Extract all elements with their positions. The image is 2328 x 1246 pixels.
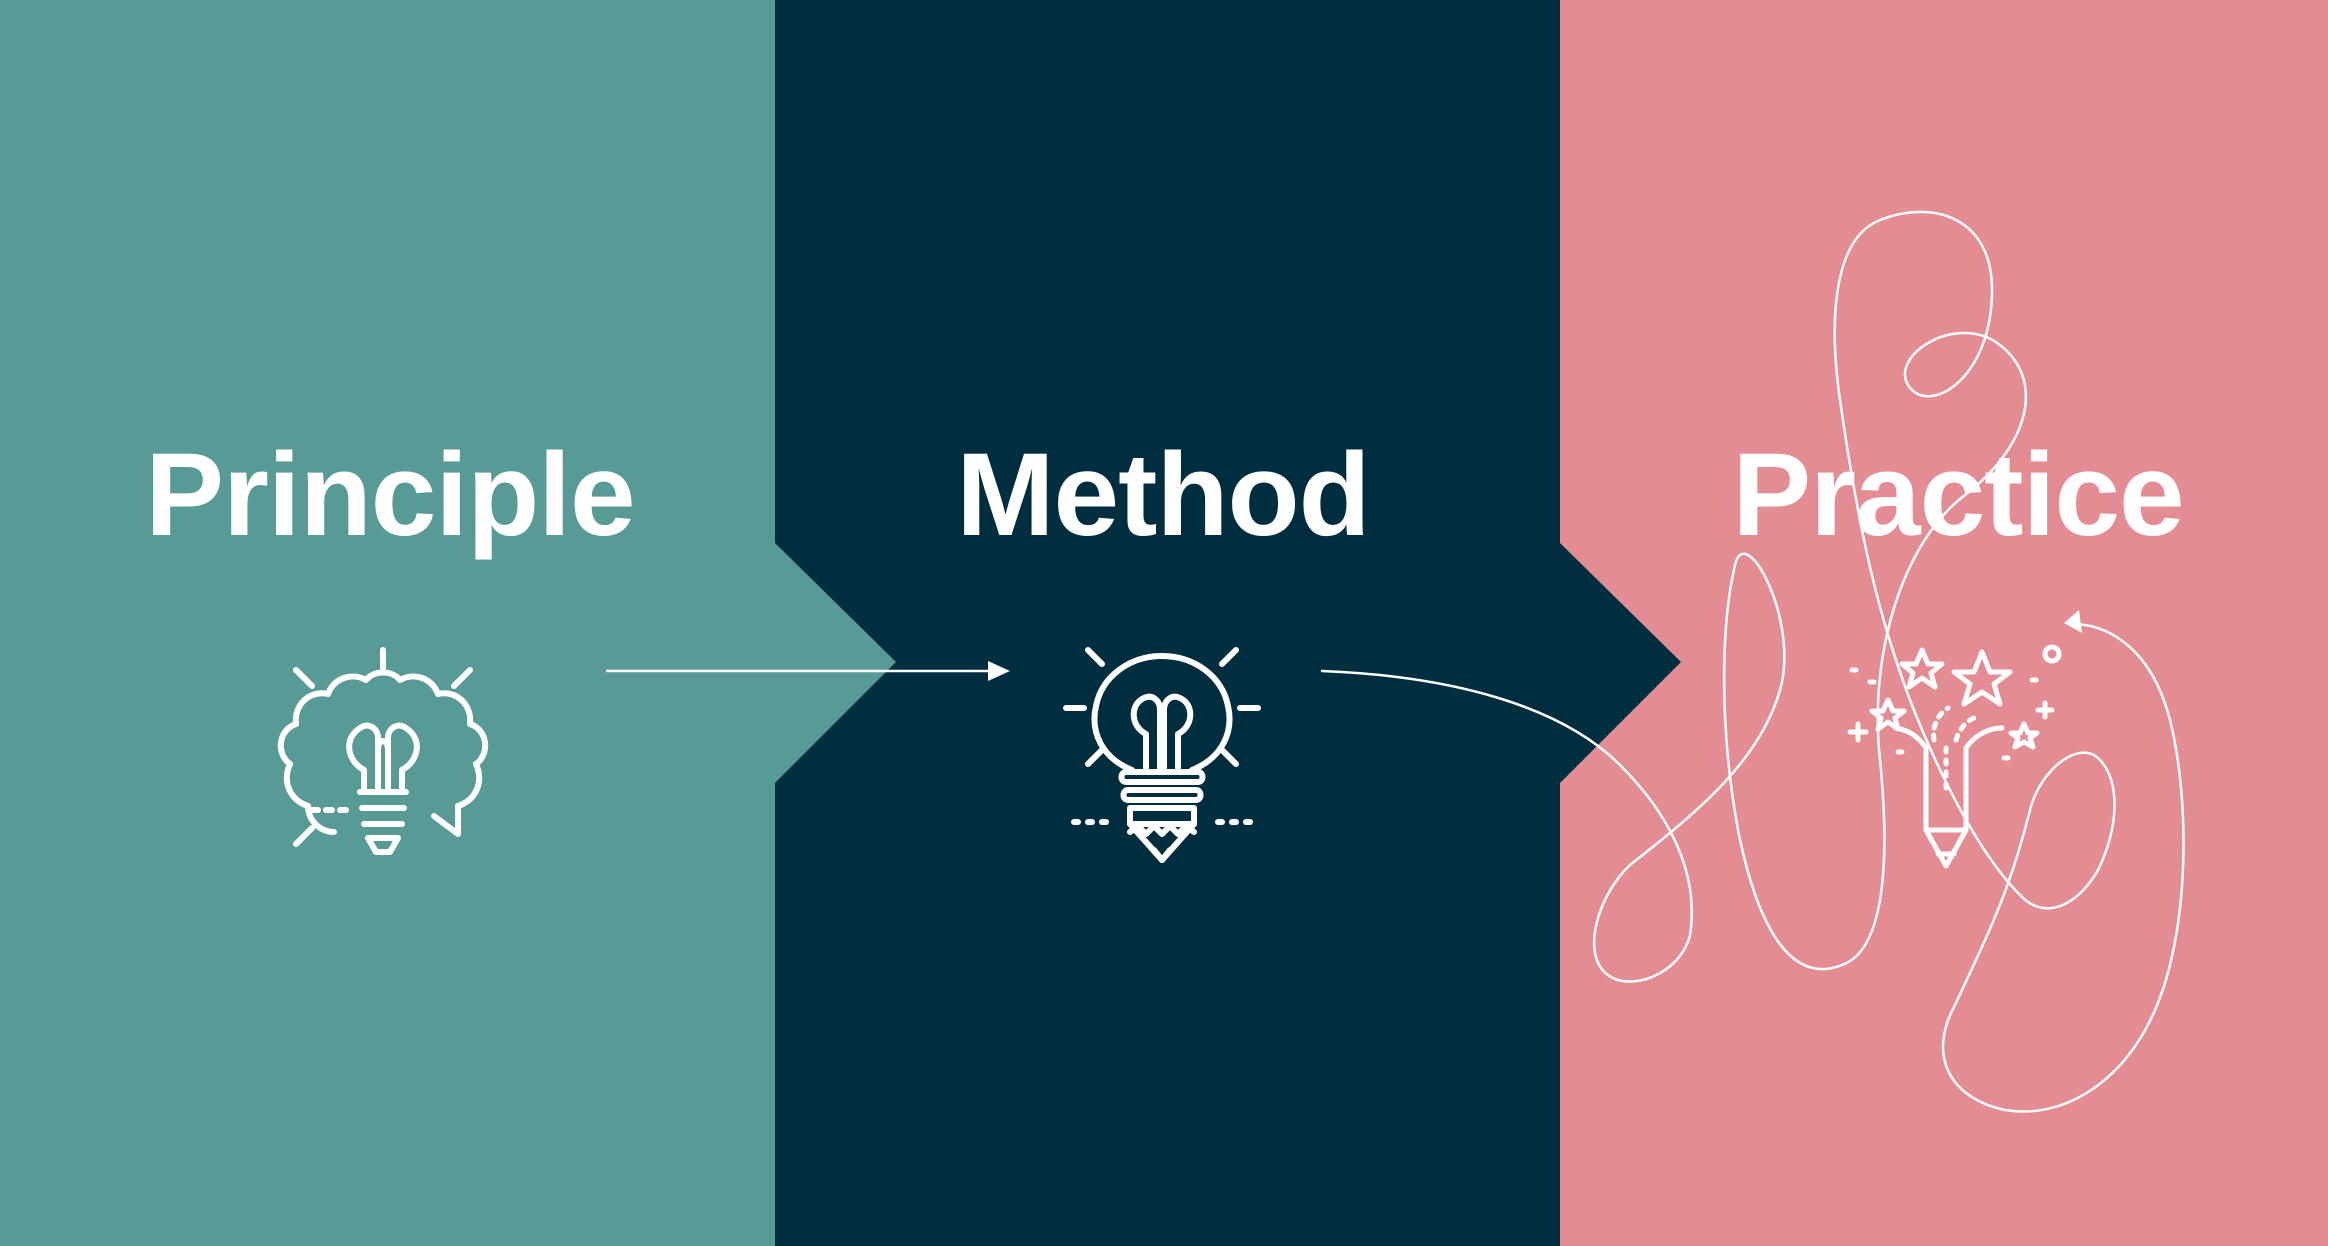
practice-title: Practice bbox=[1732, 429, 2184, 561]
pencil-stars-icon bbox=[1838, 640, 2068, 880]
brain-lightbulb-icon bbox=[268, 642, 498, 872]
method-panel bbox=[775, 0, 1681, 1246]
principle-panel bbox=[0, 0, 896, 1246]
method-title: Method bbox=[956, 429, 1370, 561]
lightbulb-pencil-icon bbox=[1062, 642, 1262, 872]
principle-title: Principle bbox=[145, 429, 635, 561]
